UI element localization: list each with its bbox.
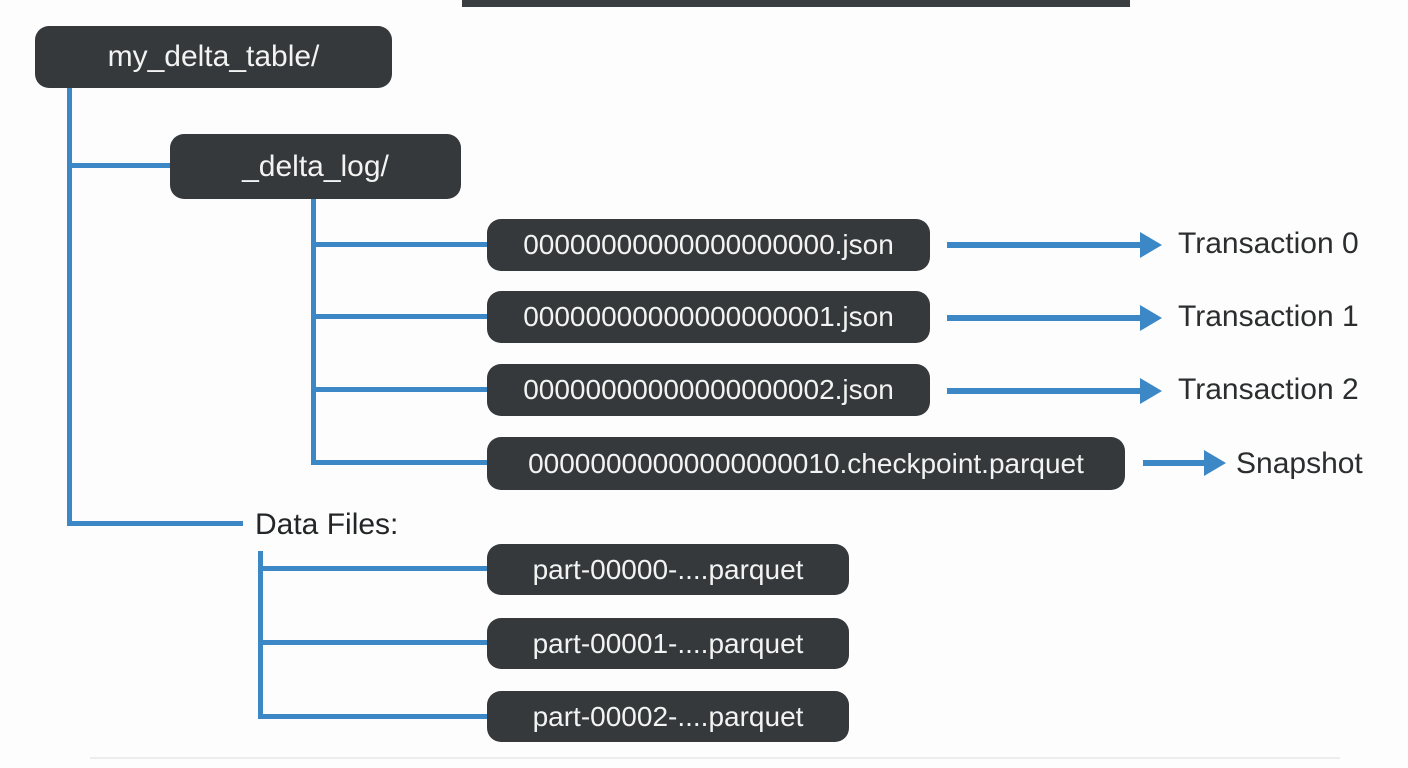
transaction-2-arrow-head-icon <box>1140 378 1162 404</box>
node-root-folder: my_delta_table/ <box>35 26 392 88</box>
top-edge-strip <box>462 0 1130 7</box>
tree-connector-branch-log-2 <box>311 387 487 392</box>
checkpoint-file-label: 00000000000000000010.checkpoint.parquet <box>528 447 1084 479</box>
part-file-2-label: part-00002-....parquet <box>532 700 804 732</box>
snapshot-arrow <box>1143 460 1206 466</box>
part-file-1-label: part-00001-....parquet <box>532 627 804 659</box>
data-files-label: Data Files: <box>255 508 399 541</box>
node-delta-log-folder: _delta_log/ <box>170 134 461 199</box>
node-part-file-0: part-00000-....parquet <box>487 544 849 595</box>
tree-connector-branch-log-1 <box>311 314 487 319</box>
node-log-file-1: 00000000000000000001.json <box>487 291 930 343</box>
transaction-0-arrow <box>947 242 1142 248</box>
bottom-edge-line <box>90 757 1340 759</box>
tree-connector-data-trunk <box>258 551 263 719</box>
tree-connector-branch-part-2 <box>258 714 487 719</box>
transaction-0-arrow-head-icon <box>1140 232 1162 258</box>
annotation-transaction-2: Transaction 2 <box>1178 373 1359 406</box>
tree-connector-branch-delta-log <box>67 163 170 168</box>
snapshot-arrow-head-icon <box>1204 450 1226 476</box>
annotation-transaction-0: Transaction 0 <box>1178 227 1359 260</box>
node-checkpoint-file: 00000000000000000010.checkpoint.parquet <box>487 437 1125 490</box>
node-part-file-2: part-00002-....parquet <box>487 691 849 742</box>
node-log-file-2: 00000000000000000002.json <box>487 364 930 416</box>
annotation-transaction-1: Transaction 1 <box>1178 300 1359 333</box>
transaction-1-arrow <box>947 315 1142 321</box>
tree-connector-branch-data-files <box>67 521 243 526</box>
transaction-2-arrow <box>947 388 1142 394</box>
tree-connector-branch-part-0 <box>258 566 487 571</box>
log-file-2-label: 00000000000000000002.json <box>523 374 894 405</box>
root-folder-label: my_delta_table/ <box>107 40 320 73</box>
log-file-0-label: 00000000000000000000.json <box>523 229 894 260</box>
tree-connector-branch-log-0 <box>311 242 487 247</box>
transaction-1-arrow-head-icon <box>1140 305 1162 331</box>
node-part-file-1: part-00001-....parquet <box>487 618 849 669</box>
part-file-0-label: part-00000-....parquet <box>532 553 804 585</box>
tree-connector-log-trunk <box>311 199 316 465</box>
tree-connector-branch-part-1 <box>258 640 487 645</box>
node-log-file-0: 00000000000000000000.json <box>487 219 930 271</box>
tree-connector-branch-log-3 <box>311 460 487 465</box>
annotation-snapshot: Snapshot <box>1236 447 1363 480</box>
log-file-1-label: 00000000000000000001.json <box>523 301 894 332</box>
tree-connector-root-trunk <box>67 88 72 526</box>
delta-log-folder-label: _delta_log/ <box>242 149 389 183</box>
